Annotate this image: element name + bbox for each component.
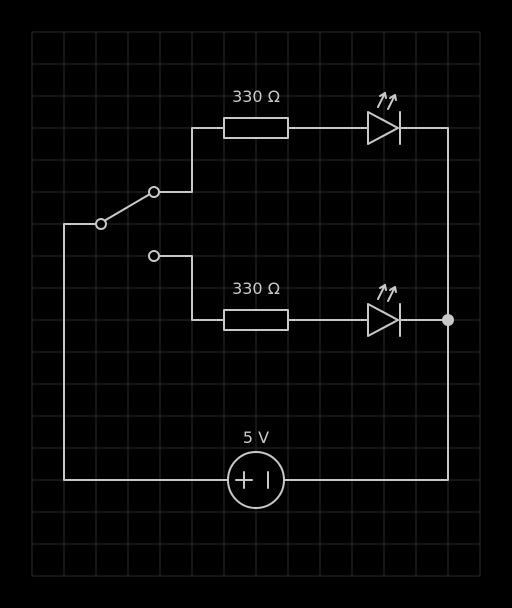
resistor-top-label: 330 Ω [232,87,280,106]
wire-left-rail [63,223,229,481]
spdt-switch-icon [95,186,160,262]
resistor-icon [223,117,289,139]
junction-node [442,314,454,326]
dc-voltage-source-icon [227,451,285,509]
switch-top-terminal [148,186,160,198]
switch-bottom-terminal [148,250,160,262]
source-label: 5 V [243,428,269,447]
resistor-bottom: 330 Ω [223,279,289,331]
light-arrows-icon [377,284,397,302]
resistor-icon [223,309,289,331]
wire-right-rail [283,127,449,481]
voltage-source: 5 V [227,428,285,509]
led-icon [367,111,399,145]
wire-bottom-branch-a [157,255,225,321]
led-top [367,92,401,145]
switch-common-terminal [95,218,107,230]
led-icon [367,303,399,337]
switch-lever [103,193,151,222]
light-arrows-icon [377,92,397,110]
wire-top-branch-a [157,127,225,193]
led-bottom [367,284,401,337]
resistor-bottom-label: 330 Ω [232,279,280,298]
resistor-top: 330 Ω [223,87,289,139]
wires [63,127,449,481]
